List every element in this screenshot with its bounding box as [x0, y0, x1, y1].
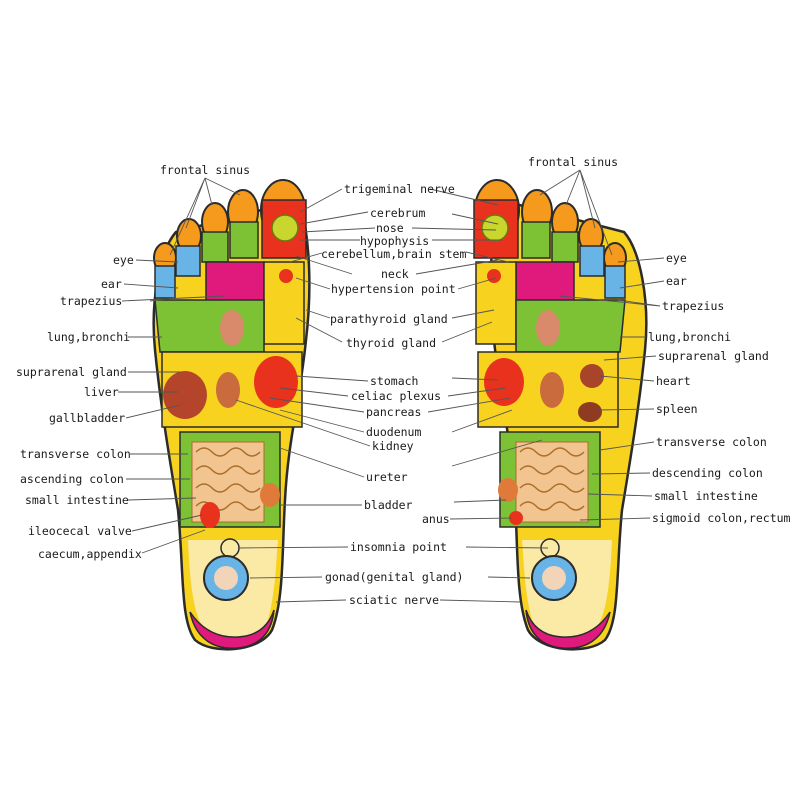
label-sciatic-nerve: sciatic nerve — [349, 593, 439, 607]
label-frontal-sinus-left: frontal sinus — [160, 163, 250, 177]
label-celiac-plexus: celiac plexus — [351, 389, 441, 403]
label-trigeminal-nerve: trigeminal nerve — [344, 182, 455, 196]
label-ureter: ureter — [366, 470, 408, 484]
label-transverse-colon-right: transverse colon — [656, 435, 767, 449]
leader-lines — [118, 169, 665, 603]
label-eye-right: eye — [666, 251, 687, 265]
label-thyroid-gland: thyroid gland — [346, 336, 436, 350]
label-eye-left: eye — [113, 253, 134, 267]
label-frontal-sinus-right: frontal sinus — [528, 155, 618, 169]
label-cerebellum-brain-stem: cerebellum,brain stem — [321, 247, 466, 261]
label-ear-left: ear — [101, 277, 122, 291]
label-gonad: gonad(genital gland) — [325, 570, 463, 584]
label-gallbladder: gallbladder — [49, 411, 125, 425]
label-duodenum: duodenum — [366, 425, 421, 439]
label-stomach: stomach — [370, 374, 418, 388]
label-hypophysis: hypophysis — [360, 234, 429, 248]
label-spleen: spleen — [656, 402, 698, 416]
label-suprarenal-gland-left: suprarenal gland — [16, 365, 127, 379]
label-kidney: kidney — [372, 439, 414, 453]
label-ascending-colon: ascending colon — [20, 472, 124, 486]
label-trapezius-right: trapezius — [662, 299, 724, 313]
label-neck: neck — [381, 267, 409, 281]
label-suprarenal-gland-right: suprarenal gland — [658, 349, 769, 363]
label-transverse-colon-left: transverse colon — [20, 447, 131, 461]
label-cerebrum: cerebrum — [370, 206, 425, 220]
labels: frontal sinus eye ear trapezius lung,bro… — [16, 155, 791, 607]
label-bladder: bladder — [364, 498, 413, 512]
label-liver: liver — [84, 385, 119, 399]
right-foot-icon — [473, 179, 648, 651]
label-heart: heart — [656, 374, 691, 388]
label-hypertension-point: hypertension point — [331, 282, 456, 296]
label-ileocecal-valve: ileocecal valve — [28, 524, 132, 538]
left-foot-icon — [152, 179, 311, 651]
label-lung-bronchi-right: lung,bronchi — [648, 330, 731, 344]
label-sigmoid-colon-rectum: sigmoid colon,rectum — [652, 511, 791, 525]
label-descending-colon: descending colon — [652, 466, 763, 480]
label-small-intestine-right: small intestine — [654, 489, 758, 503]
label-insomnia-point: insomnia point — [350, 540, 447, 554]
label-small-intestine-left: small intestine — [25, 493, 129, 507]
label-lung-bronchi-left: lung,bronchi — [47, 330, 130, 344]
label-parathyroid-gland: parathyroid gland — [330, 312, 448, 326]
label-pancreas: pancreas — [366, 405, 421, 419]
label-caecum-appendix: caecum,appendix — [38, 547, 142, 561]
label-trapezius-left: trapezius — [60, 294, 122, 308]
label-nose: nose — [376, 221, 404, 235]
label-ear-right: ear — [666, 274, 687, 288]
label-anus: anus — [422, 512, 450, 526]
